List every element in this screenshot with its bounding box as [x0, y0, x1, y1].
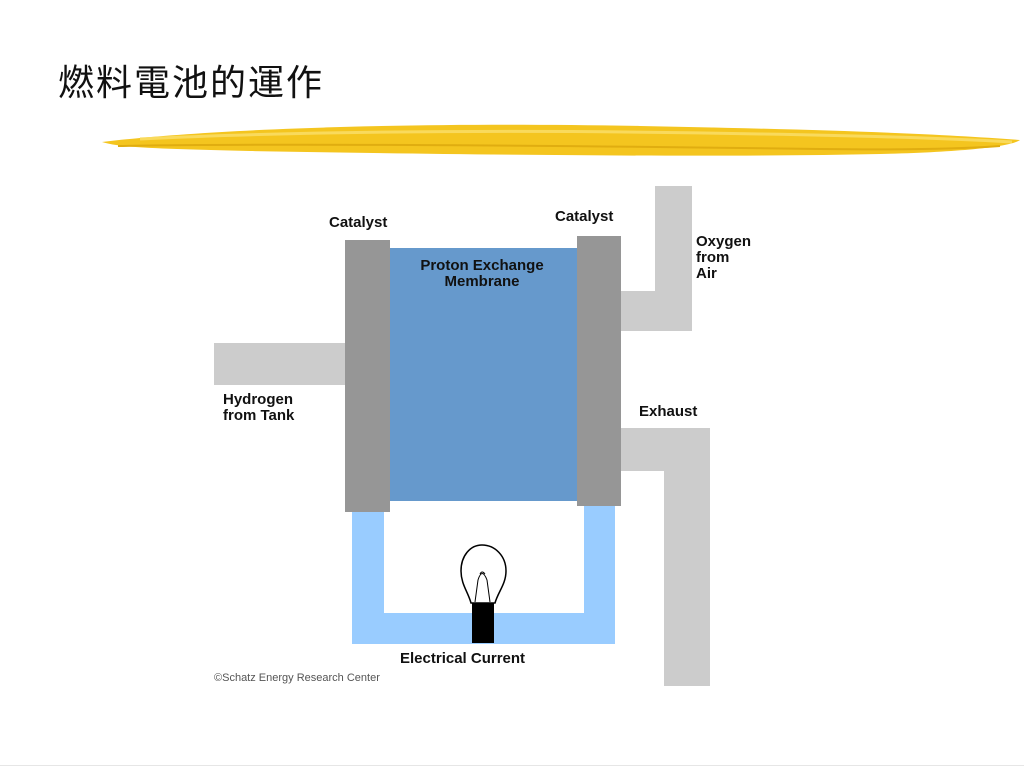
membrane-label: Proton Exchange Membrane — [392, 258, 572, 290]
hydrogen-pipe — [214, 343, 348, 385]
catalyst-right — [577, 236, 621, 506]
membrane-label-line2: Membrane — [444, 273, 520, 290]
image-credit: ©Schatz Energy Research Center — [214, 672, 380, 684]
hydrogen-label: Hydrogen from Tank — [223, 392, 294, 424]
oxygen-label-line1: Oxygen — [696, 233, 752, 250]
oxygen-pipe — [619, 186, 692, 331]
oxygen-label: Oxygen from Air — [696, 234, 751, 282]
exhaust-pipe — [619, 428, 710, 686]
proton-exchange-membrane — [390, 248, 577, 501]
catalyst-left — [345, 240, 390, 512]
catalyst-left-label: Catalyst — [329, 214, 388, 231]
slide-bottom-rule — [0, 765, 1024, 766]
image-credit-text: Schatz Energy Research Center — [222, 672, 380, 684]
slide-title: 燃料電池的運作 — [58, 63, 325, 104]
light-bulb-icon — [460, 544, 507, 643]
oxygen-label-line2: from — [696, 249, 730, 266]
hydrogen-label-line1: Hydrogen — [223, 391, 294, 408]
catalyst-right-label: Catalyst — [555, 208, 614, 225]
hydrogen-label-line2: from Tank — [223, 407, 295, 424]
electrical-current-label: Electrical Current — [400, 650, 526, 667]
copyright-icon: © — [214, 672, 223, 684]
oxygen-label-line3: Air — [696, 265, 717, 282]
membrane-label-line1: Proton Exchange — [420, 257, 544, 274]
exhaust-label: Exhaust — [639, 403, 698, 420]
